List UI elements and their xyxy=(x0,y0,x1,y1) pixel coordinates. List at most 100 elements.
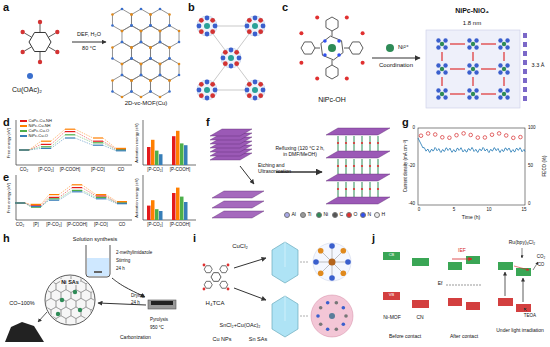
figure-label: SnCl₂+Cu(OAc)₂ xyxy=(220,322,261,328)
atom xyxy=(210,82,215,87)
line xyxy=(362,159,363,174)
atom xyxy=(203,288,206,291)
shape xyxy=(272,296,298,337)
figure-label: [P-CO₂] xyxy=(38,167,54,172)
atom xyxy=(210,18,215,23)
atom xyxy=(474,63,478,67)
atom xyxy=(229,64,234,69)
atom xyxy=(258,29,263,34)
atom xyxy=(337,188,339,190)
line xyxy=(338,182,339,197)
line xyxy=(51,129,65,141)
atom xyxy=(326,301,330,305)
atom xyxy=(467,38,471,42)
figure-label: Activation energy (eV) xyxy=(135,123,140,162)
atom xyxy=(237,56,242,61)
line xyxy=(441,52,442,61)
figure-label: CN xyxy=(416,315,423,321)
legend-item: Ti xyxy=(300,212,311,218)
atom xyxy=(316,314,320,318)
line xyxy=(231,26,255,58)
figure-label: Pyrolysis xyxy=(150,317,168,322)
line xyxy=(49,194,59,195)
atom xyxy=(436,45,440,49)
atom xyxy=(261,24,266,29)
atom xyxy=(253,80,258,85)
atom xyxy=(258,93,263,98)
figure-label: Carbonization xyxy=(120,335,151,341)
line xyxy=(75,129,93,138)
atom xyxy=(426,132,430,136)
shape xyxy=(96,316,106,328)
atom xyxy=(353,188,355,190)
line xyxy=(503,77,504,86)
line xyxy=(378,159,379,174)
legend-text: Ti xyxy=(308,212,312,218)
figure-label: 24 h xyxy=(131,300,140,305)
atom xyxy=(299,31,303,35)
legend-item: NiPc-Cu-O xyxy=(20,134,48,138)
shape xyxy=(81,272,91,284)
legend-swatch xyxy=(20,130,27,132)
line xyxy=(25,203,31,207)
block xyxy=(523,60,527,65)
beaker xyxy=(86,245,110,277)
line xyxy=(49,47,56,51)
atom xyxy=(369,142,371,144)
legend-text: NiPc-Cu-NH xyxy=(29,124,51,128)
line xyxy=(96,197,106,198)
atom xyxy=(168,46,171,49)
line xyxy=(103,145,116,151)
atom xyxy=(498,88,502,92)
shape xyxy=(150,42,169,64)
atom xyxy=(20,50,24,54)
atom xyxy=(258,82,263,87)
line xyxy=(15,202,25,203)
shape xyxy=(71,290,81,302)
atom xyxy=(433,133,437,137)
shape xyxy=(160,59,179,81)
legend-item: NiPc-Cu-NH xyxy=(20,124,51,128)
atom xyxy=(140,74,143,77)
shape xyxy=(326,128,390,135)
atom xyxy=(436,70,440,74)
atom xyxy=(45,275,95,325)
figure-label: Ni SAs xyxy=(60,279,80,285)
line xyxy=(315,48,320,49)
legend-item: C xyxy=(332,212,343,218)
line xyxy=(143,120,144,165)
legend-swatch xyxy=(20,135,27,137)
shape xyxy=(212,191,264,198)
atom xyxy=(27,73,33,79)
line xyxy=(75,135,93,143)
atom xyxy=(159,8,162,11)
atom xyxy=(121,63,124,66)
line xyxy=(362,182,363,197)
atom xyxy=(335,301,339,305)
shape xyxy=(160,26,179,48)
shape xyxy=(326,197,390,204)
shape xyxy=(91,272,101,284)
line xyxy=(31,205,41,206)
block xyxy=(498,298,513,306)
atom xyxy=(505,45,509,49)
line xyxy=(19,149,29,150)
atom xyxy=(205,80,210,85)
legend-item: Al xyxy=(284,212,296,218)
line xyxy=(19,149,29,150)
block xyxy=(523,51,527,56)
atom xyxy=(345,259,351,265)
line xyxy=(481,93,496,94)
atom xyxy=(319,322,323,326)
atom xyxy=(318,271,324,277)
line xyxy=(505,272,506,296)
line xyxy=(25,203,31,207)
shape xyxy=(5,322,44,342)
atom xyxy=(121,96,124,99)
line xyxy=(523,278,524,302)
atom xyxy=(159,30,162,33)
atom xyxy=(471,42,475,46)
line xyxy=(65,131,75,132)
line xyxy=(346,136,347,151)
atom xyxy=(377,142,379,144)
